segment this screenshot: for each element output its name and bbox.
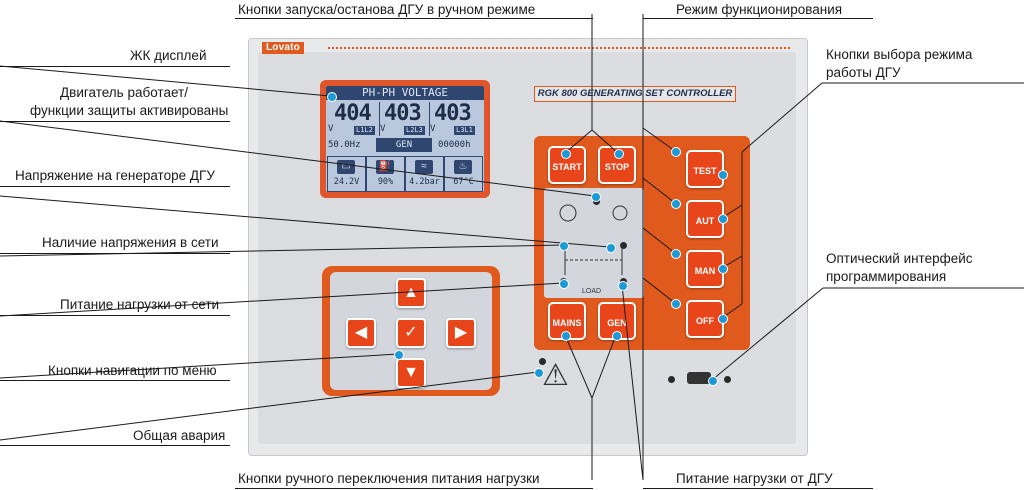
nav-up-button[interactable]: ▲ [396,278,426,308]
decor-dotted-line [328,47,790,49]
gen-led [620,242,627,249]
off-button[interactable]: OFF [686,300,724,338]
lcd-phase-tag: L2L3 [404,126,425,135]
pointer-dot [671,249,681,259]
label-underline [0,253,230,254]
lcd-voltage-1: 404 [334,101,372,126]
label-optical-2: программирования [826,269,947,284]
lcd-screen: PH-PH VOLTAGE 404 403 403 V V V L1L2 L2L… [326,86,484,192]
label-start-stop: Кнопки запуска/останова ДГУ в ручном реж… [238,2,536,17]
pointer-dot [561,331,571,341]
nav-left-button[interactable]: ◀ [346,318,376,348]
device-title: RGK 800 GENERATING SET CONTROLLER [534,86,736,102]
label-mode-select-2: работы ДГУ [826,65,901,80]
label-general-alarm: Общая авария [133,428,226,443]
label-underline [0,66,230,67]
lcd-fuel-value: 90% [377,177,394,187]
label-manual-transfer: Кнопки ручного переключения питания нагр… [238,471,540,486]
pointer-dot [618,281,628,291]
lcd-header: PH-PH VOLTAGE [326,86,484,100]
lcd-mode: GEN [376,138,432,152]
label-mode-select: Кнопки выбора режима [826,47,973,62]
lcd-phase-tag: L1L2 [354,126,375,135]
pointer-dot [612,331,622,341]
nav-down-button[interactable]: ▼ [396,358,426,388]
label-underline [235,18,593,19]
label-underline [643,488,873,489]
lcd-temp-value: 67°C [453,177,474,187]
label-menu-nav: Кнопки навигации по меню [48,363,217,378]
optical-led [724,376,731,383]
thermometer-icon: ♨ [454,160,472,174]
pointer-dot [718,314,728,324]
label-underline [0,186,230,187]
lcd-divider [379,102,380,136]
label-engine-running-2: функции защиты активированы [30,103,229,118]
pointer-dot [534,368,544,378]
lcd-battery-value: 24.2V [333,177,360,187]
label-underline [0,445,230,446]
lcd-unit: V [430,124,436,134]
pointer-dot [559,241,569,251]
oil-pressure-icon: ≈ [415,160,433,174]
brand-logo: Lovato [262,42,304,54]
pointer-dot [327,92,337,102]
nav-right-button[interactable]: ▶ [446,318,476,348]
lcd-temp-cell: ♨ 67°C [444,156,483,192]
pointer-dot [708,376,718,386]
lcd-voltage-2: 403 [384,101,422,126]
pointer-dot [614,149,624,159]
optical-led [668,376,675,383]
pointer-dot [591,192,601,202]
lcd-divider [429,102,430,136]
label-underline [0,121,230,122]
label-mains-voltage: Наличие напряжения в сети [42,235,219,250]
alarm-led [539,358,546,365]
label-load-from-gen: Питание нагрузки от ДГУ [676,471,833,486]
lcd-frequency: 50.0Hz [328,140,361,150]
lcd-unit: V [380,124,386,134]
label-underline [0,315,230,316]
label-lcd-display: ЖК дисплей [130,48,207,63]
optical-port [687,372,711,384]
label-operating-mode: Режим функционирования [676,2,843,17]
test-button[interactable]: TEST [686,150,724,188]
pointer-dot [394,350,404,360]
pointer-dot [671,199,681,209]
pointer-dot [671,147,681,157]
pointer-dot [606,243,616,253]
label-underline [643,18,873,19]
label-load-from-mains: Питание нагрузки от сети [60,297,220,312]
lcd-oil-value: 4.2bar [409,177,440,187]
lcd-unit: V [328,124,334,134]
pointer-dot [718,264,728,274]
label-engine-running: Двигатель работает/ [60,85,188,100]
label-optical: Оптический интерфейс [826,251,973,266]
pointer-dot [671,299,681,309]
warning-icon: ⚠ [542,359,569,392]
lcd-oil-cell: ≈4.2bar [405,156,444,192]
lcd-voltage-3: 403 [434,101,472,126]
lcd-battery-cell: ▭ 24.2V [327,156,366,192]
pointer-dot [718,170,728,180]
lcd-hours: 00000h [438,140,471,150]
label-underline [235,488,593,489]
load-label: LOAD [582,288,602,295]
pointer-dot [718,214,728,224]
nav-ok-button[interactable]: ✓ [396,318,426,348]
lcd-phase-tag: L3L1 [454,126,475,135]
lcd-fuel-cell: ⛽90% [366,156,405,192]
man-button[interactable]: MAN [686,250,724,288]
label-gen-voltage: Напряжение на генераторе ДГУ [15,168,215,183]
battery-icon: ▭ [337,160,355,174]
pointer-dot [559,279,569,289]
pointer-dot [561,149,571,159]
label-underline [0,380,230,381]
